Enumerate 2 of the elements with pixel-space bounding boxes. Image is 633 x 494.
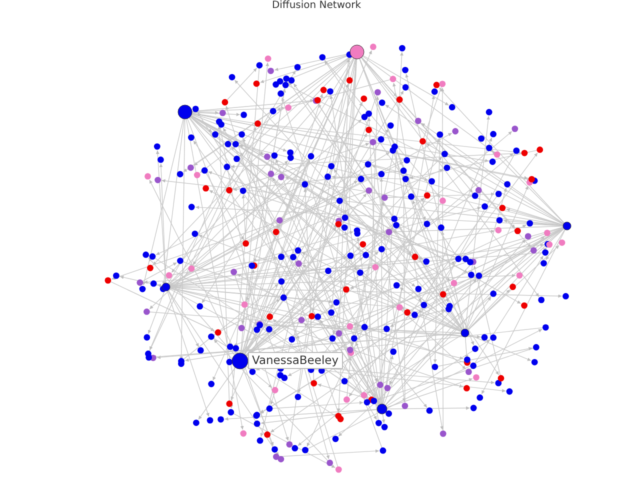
node-label: VanessaBeeley: [248, 352, 343, 369]
chart-title: Diffusion Network: [270, 0, 362, 12]
